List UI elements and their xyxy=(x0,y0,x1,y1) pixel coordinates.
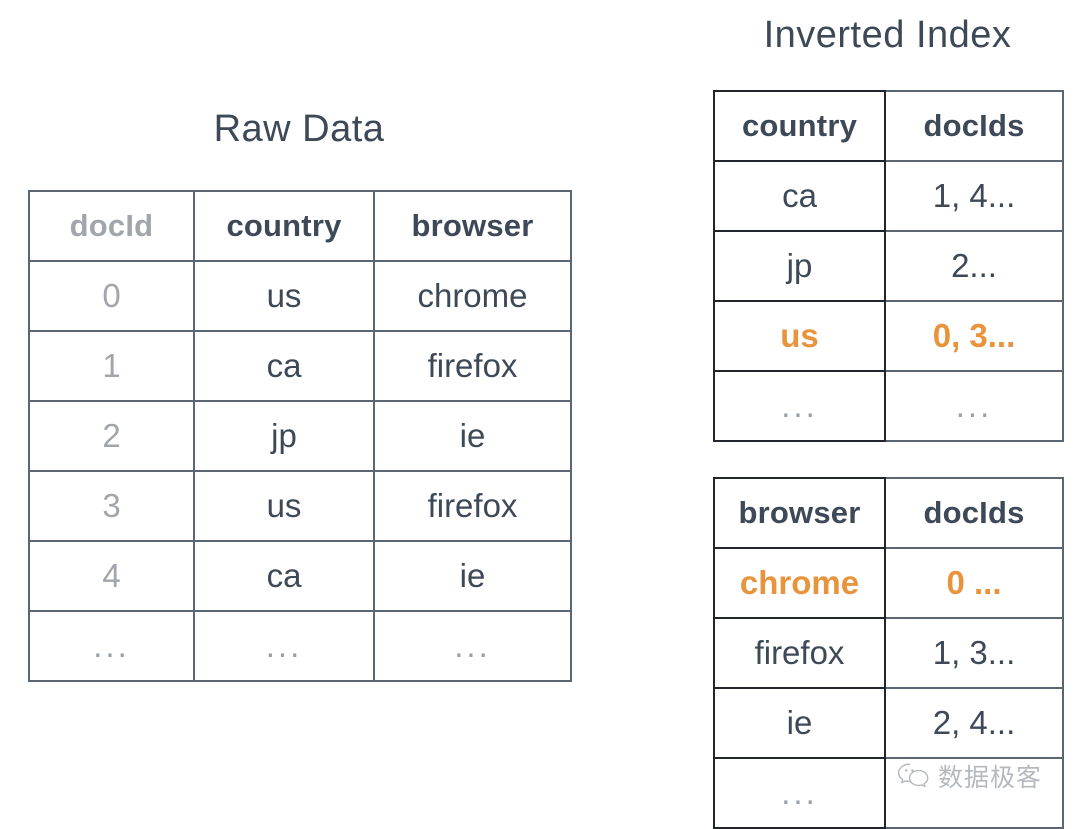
cell-country-docids: 0, 3... xyxy=(884,300,1064,372)
cell-country-term: us xyxy=(713,300,886,372)
table-row-highlighted: us 0, 3... xyxy=(713,300,1064,372)
cell-browser-term: ie xyxy=(713,687,886,759)
table-row: firefox 1, 3... xyxy=(713,617,1064,689)
cell-docid: 1 xyxy=(28,330,195,402)
cell-browser: firefox xyxy=(373,330,572,402)
cell-country-docids: 2... xyxy=(884,230,1064,302)
cell-docid-ellipsis: ... xyxy=(28,610,195,682)
table-row: ie 2, 4... xyxy=(713,687,1064,759)
cell-country: ca xyxy=(193,540,375,612)
raw-data-title: Raw Data xyxy=(213,108,385,150)
cell-browser-ellipsis: ... xyxy=(373,610,572,682)
cell-country: us xyxy=(193,260,375,332)
table-header-row: docId country browser xyxy=(28,190,572,262)
table-row: 0 us chrome xyxy=(28,260,572,332)
cell-browser-term: chrome xyxy=(713,547,886,619)
column-header-country: country xyxy=(713,90,886,162)
column-header-browser: browser xyxy=(373,190,572,262)
cell-browser-docids: 0 ... xyxy=(884,547,1064,619)
cell-browser: ie xyxy=(373,540,572,612)
table-header-row: browser docIds xyxy=(713,477,1064,549)
cell-country: jp xyxy=(193,400,375,472)
cell-country-docids-ellipsis: ... xyxy=(884,370,1064,442)
inverted-index-title: Inverted Index xyxy=(763,14,1012,56)
cell-browser-docids-ellipsis xyxy=(884,757,1064,829)
table-row: jp 2... xyxy=(713,230,1064,302)
table-row: 2 jp ie xyxy=(28,400,572,472)
country-inverted-index-table: country docIds ca 1, 4... jp 2... us 0, … xyxy=(713,90,1064,442)
table-row-ellipsis: ... ... ... xyxy=(28,610,572,682)
column-header-country: country xyxy=(193,190,375,262)
column-header-docids: docIds xyxy=(884,477,1064,549)
cell-docid: 2 xyxy=(28,400,195,472)
cell-docid: 4 xyxy=(28,540,195,612)
cell-country: us xyxy=(193,470,375,542)
table-row: 4 ca ie xyxy=(28,540,572,612)
cell-browser-docids: 2, 4... xyxy=(884,687,1064,759)
cell-country-term: jp xyxy=(713,230,886,302)
raw-data-table: docId country browser 0 us chrome 1 ca f… xyxy=(28,190,572,682)
cell-docid: 3 xyxy=(28,470,195,542)
table-row-ellipsis: ... ... xyxy=(713,370,1064,442)
cell-country-term: ca xyxy=(713,160,886,232)
table-row-ellipsis: ... xyxy=(713,757,1064,829)
cell-browser-term-ellipsis: ... xyxy=(713,757,886,829)
table-header-row: country docIds xyxy=(713,90,1064,162)
cell-country-term-ellipsis: ... xyxy=(713,370,886,442)
browser-inverted-index-table: browser docIds chrome 0 ... firefox 1, 3… xyxy=(713,477,1064,829)
cell-browser-term: firefox xyxy=(713,617,886,689)
table-row: ca 1, 4... xyxy=(713,160,1064,232)
cell-browser: chrome xyxy=(373,260,572,332)
column-header-docid: docId xyxy=(28,190,195,262)
column-header-docids: docIds xyxy=(884,90,1064,162)
cell-country-ellipsis: ... xyxy=(193,610,375,682)
table-row-highlighted: chrome 0 ... xyxy=(713,547,1064,619)
cell-browser: firefox xyxy=(373,470,572,542)
table-row: 3 us firefox xyxy=(28,470,572,542)
cell-country: ca xyxy=(193,330,375,402)
cell-country-docids: 1, 4... xyxy=(884,160,1064,232)
cell-browser: ie xyxy=(373,400,572,472)
cell-browser-docids: 1, 3... xyxy=(884,617,1064,689)
column-header-browser: browser xyxy=(713,477,886,549)
table-row: 1 ca firefox xyxy=(28,330,572,402)
cell-docid: 0 xyxy=(28,260,195,332)
